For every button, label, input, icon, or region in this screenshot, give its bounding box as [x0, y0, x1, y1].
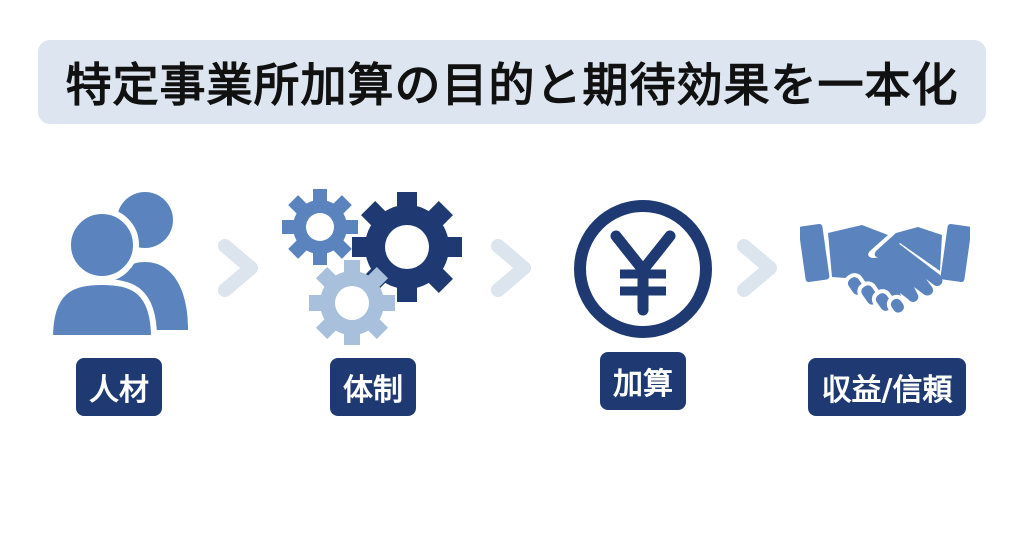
gears-icon — [282, 189, 462, 345]
chevron-right-icon — [491, 239, 531, 297]
small-gear-icon — [282, 189, 358, 265]
page-title: 特定事業所加算の目的と期待効果を一本化 — [65, 58, 959, 112]
chevron-right-icon — [737, 239, 777, 297]
light-gear-icon — [309, 260, 395, 345]
chevron-right-icon — [218, 239, 258, 297]
step-label-taisei: 体制 — [330, 358, 416, 416]
step-label-shueki-shinrai: 収益/信頼 — [808, 358, 966, 416]
step-label-jinzai: 人材 — [76, 358, 162, 416]
step-label-kasan: 加算 — [600, 352, 686, 410]
people-icon — [50, 192, 188, 340]
title-banner: 特定事業所加算の目的と期待効果を一本化 — [38, 40, 986, 124]
yen-coin-icon — [574, 200, 712, 338]
handshake-icon — [800, 223, 970, 317]
